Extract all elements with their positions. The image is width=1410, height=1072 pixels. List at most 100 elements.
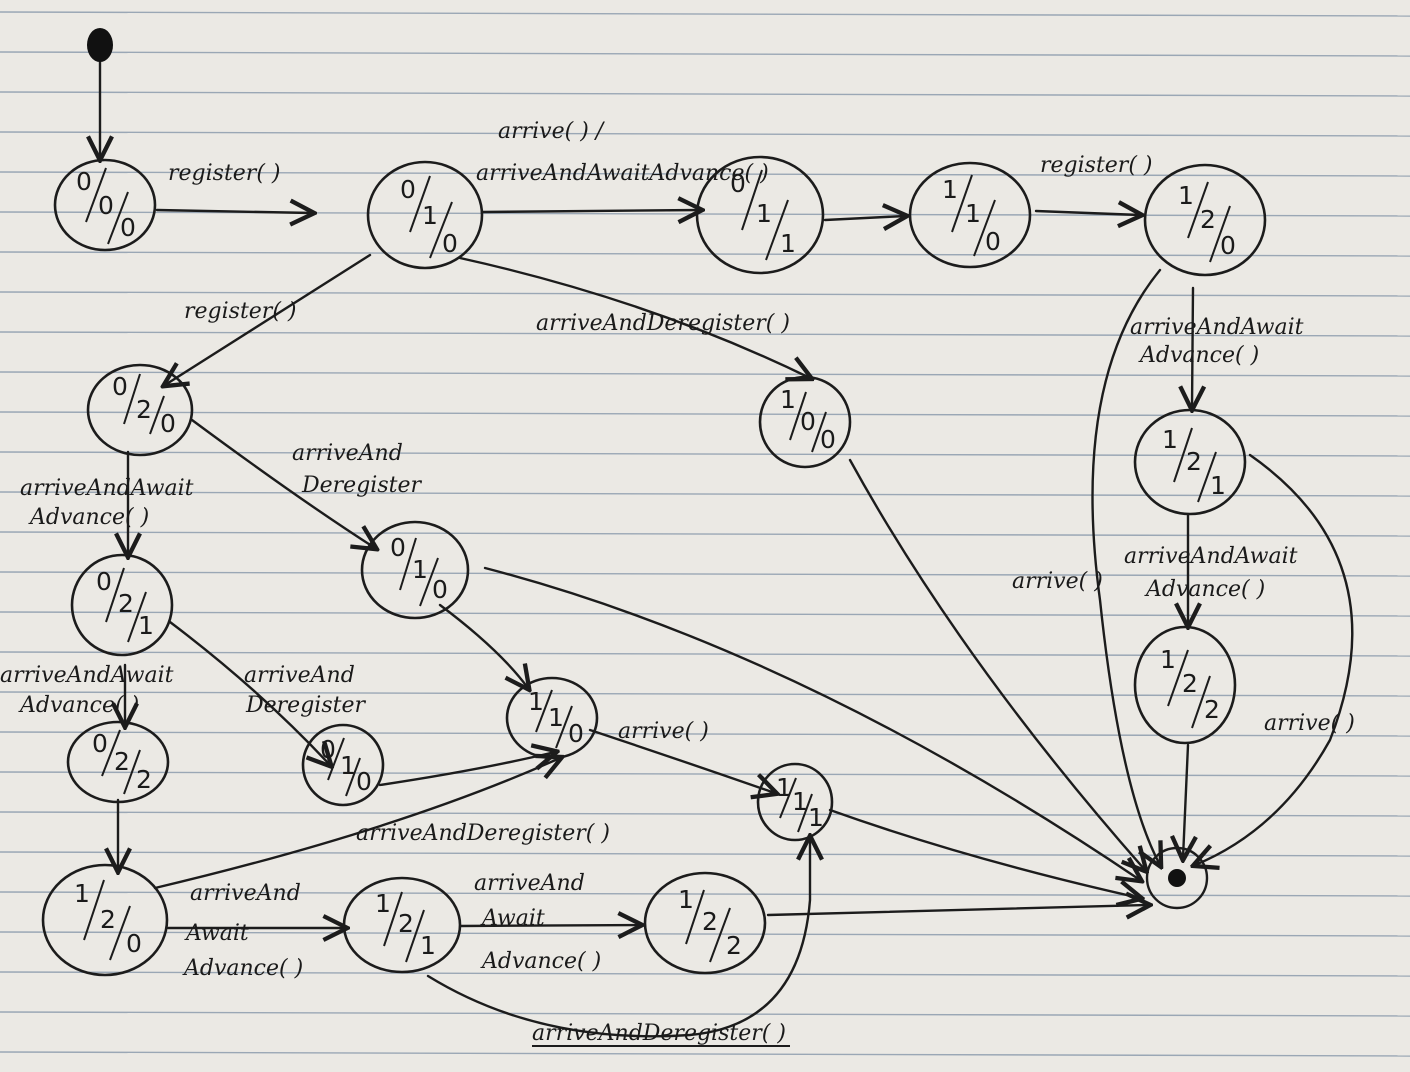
state-1-0-0: 100	[758, 375, 852, 469]
edge-s011-s110	[823, 216, 905, 220]
svg-text:1: 1	[756, 199, 772, 228]
edge-s120b-s110b	[153, 758, 560, 890]
svg-text:0: 0	[112, 372, 128, 401]
label-await-advance-b1b: Await	[184, 921, 249, 946]
edge-s100-final	[848, 458, 1145, 870]
label-arrive-deregister-2a: arriveAnd	[292, 441, 403, 466]
edge-s122r-final	[1183, 743, 1188, 858]
svg-text:2: 2	[398, 909, 414, 938]
ruled-line	[0, 531, 1410, 537]
edge-labels: register( ) arrive( ) / arriveAndAwaitAd…	[0, 119, 1355, 1047]
svg-text:1: 1	[1178, 181, 1194, 210]
ruled-line	[0, 771, 1410, 777]
ruled-line	[0, 331, 1410, 337]
ruled-line	[0, 11, 1410, 17]
initial-state-dot	[87, 28, 113, 62]
state-0-1-0-mid: 010	[360, 520, 470, 620]
state-0-2-1: 021	[70, 553, 174, 657]
ruled-line	[0, 291, 1410, 297]
ruled-line	[0, 571, 1410, 577]
label-arrive-2: arrive( )	[618, 719, 709, 744]
svg-text:0: 0	[730, 169, 746, 198]
edge-s021-s011b	[168, 620, 330, 765]
svg-text:1: 1	[1210, 471, 1226, 500]
ruled-line	[0, 691, 1410, 697]
label-await-advance-r2b: Advance( )	[1144, 577, 1265, 602]
state-1-2-2-low: 122	[643, 871, 767, 975]
ruled-line	[0, 491, 1410, 497]
edge-s010b-s110b	[438, 603, 528, 688]
svg-text:1: 1	[375, 889, 391, 918]
label-register-3: register( )	[184, 299, 296, 324]
svg-text:2: 2	[1186, 447, 1202, 476]
svg-text:0: 0	[400, 175, 416, 204]
svg-text:0: 0	[98, 191, 114, 220]
ruled-line	[0, 651, 1410, 657]
label-arrive-deregister-3a: arriveAnd	[244, 663, 355, 688]
svg-text:2: 2	[702, 907, 718, 936]
label-await-advance-r1a: arriveAndAwait	[1130, 315, 1304, 340]
state-1-2-1-low: 121	[342, 876, 462, 974]
state-1-2-0-low: 120	[41, 863, 169, 977]
svg-text:0: 0	[390, 533, 406, 562]
state-0-1-0-low: 010	[301, 723, 385, 807]
label-arrive-3: arrive( )	[1264, 711, 1355, 736]
state-0-1-0: 010	[366, 160, 484, 270]
svg-text:2: 2	[1200, 205, 1216, 234]
label-await-advance-l2a: arriveAndAwait	[0, 663, 174, 688]
label-register-1: register( )	[168, 161, 280, 186]
svg-text:0: 0	[96, 567, 112, 596]
edge-s011b-s110b	[378, 752, 555, 787]
svg-text:1: 1	[528, 687, 544, 716]
svg-text:1: 1	[74, 879, 90, 908]
svg-text:2: 2	[1182, 669, 1198, 698]
state-1-1-0: 110	[908, 161, 1032, 269]
edge-s121b-s122b	[458, 925, 640, 926]
label-arrive-or-await: arrive( ) /	[498, 119, 606, 144]
svg-text:0: 0	[820, 425, 836, 454]
edge-s111-final	[828, 808, 1140, 898]
label-await-advance-b1a: arriveAnd	[190, 881, 301, 906]
svg-text:2: 2	[136, 395, 152, 424]
ruled-line	[0, 251, 1410, 257]
svg-text:0: 0	[320, 735, 336, 764]
label-arrive-or-await-2: arriveAndAwaitAdvance( )	[476, 161, 769, 186]
transitions	[100, 58, 1354, 1038]
final-state	[1145, 846, 1209, 910]
svg-text:1: 1	[678, 885, 694, 914]
svg-text:2: 2	[136, 765, 152, 794]
label-await-advance-l1b: Advance( )	[28, 505, 149, 530]
svg-text:2: 2	[726, 931, 742, 960]
ruled-line	[0, 1051, 1410, 1057]
ruled-line	[0, 611, 1410, 617]
ruled-line	[0, 811, 1410, 817]
svg-text:1: 1	[776, 773, 792, 802]
svg-text:1: 1	[422, 201, 438, 230]
edge-s121b-s111	[426, 838, 810, 1038]
edge-s110b-s111	[588, 728, 775, 793]
svg-text:1: 1	[412, 555, 428, 584]
state-0-2-2: 022	[66, 720, 170, 804]
label-await-advance-b2a: arriveAnd	[474, 871, 585, 896]
edge-s110-s120	[1034, 211, 1140, 215]
ruled-line	[0, 131, 1410, 137]
state-1-2-1-right: 121	[1133, 408, 1247, 516]
label-await-advance-b1c: Advance( )	[182, 956, 303, 981]
svg-text:1: 1	[780, 385, 796, 414]
ruled-line	[0, 51, 1410, 57]
svg-text:1: 1	[138, 611, 154, 640]
edge-s010b-final	[483, 566, 1140, 880]
edge-s122b-final	[766, 905, 1148, 915]
ruled-line	[0, 411, 1410, 417]
label-await-advance-l2b: Advance( )	[18, 693, 139, 718]
state-0-0-0: 000	[53, 158, 157, 252]
ruled-line	[0, 211, 1410, 217]
label-await-advance-l1a: arriveAndAwait	[20, 476, 194, 501]
svg-text:1: 1	[942, 175, 958, 204]
state-1-2-0: 120	[1143, 163, 1267, 277]
svg-text:2: 2	[118, 589, 134, 618]
state-1-2-2-right: 122	[1133, 625, 1237, 745]
state-0-1-1: 011	[695, 155, 825, 275]
